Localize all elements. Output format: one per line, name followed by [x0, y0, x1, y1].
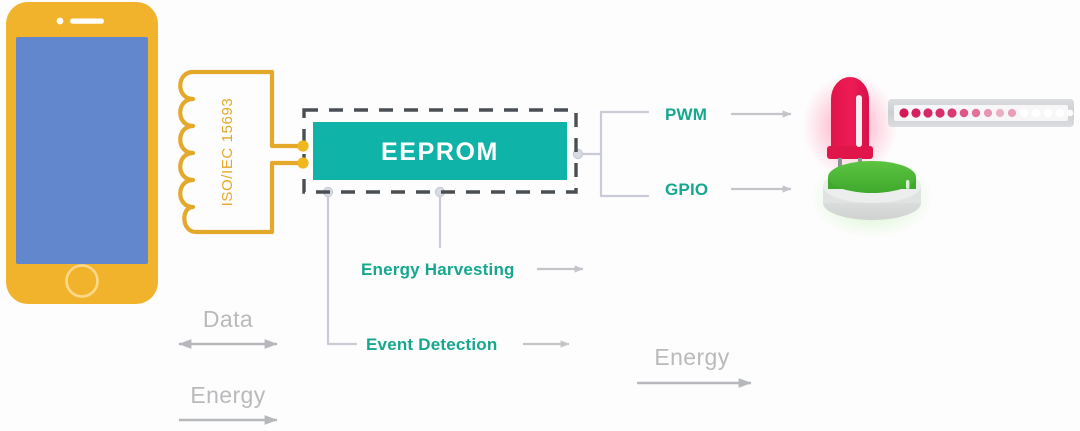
led-flange [827, 146, 873, 159]
chip-dashed-outline [302, 108, 578, 194]
button-highlight [906, 180, 910, 189]
camera-dot [56, 17, 64, 25]
contact-dot-bottom [297, 157, 309, 169]
flow-label-energy-left: Energy [190, 382, 265, 408]
antenna-standard-label: ISO/IEC 15693 [219, 98, 236, 207]
led-dome [831, 77, 869, 152]
antenna-coil [178, 69, 303, 235]
chip-package: EEPROM [302, 108, 578, 194]
led-bar-indicator [888, 99, 1074, 127]
chip-label: EEPROM [381, 138, 499, 166]
smartphone [6, 2, 158, 304]
wire-event-detection [326, 190, 358, 346]
red-led [802, 74, 898, 178]
antenna-contacts [297, 140, 309, 169]
output-label-pwm: PWM [665, 105, 707, 124]
coil-windings [178, 69, 275, 235]
signal-wires [326, 110, 650, 346]
led-highlight [856, 95, 862, 147]
chip-pads [322, 148, 584, 198]
chip-eeprom-block[interactable] [313, 122, 567, 180]
feature-label-event-detection: Event Detection [366, 335, 497, 354]
flow-label-energy-right: Energy [654, 344, 729, 370]
coil-lead-bottom [269, 160, 303, 235]
feature-label-energy-harvesting: Energy Harvesting [361, 260, 515, 279]
flow-label-data: Data [203, 306, 253, 332]
home-button[interactable] [65, 264, 99, 298]
coil-lead-top [269, 69, 303, 149]
button-cap [828, 161, 916, 193]
bar-dots [899, 108, 1074, 118]
green-push-button[interactable] [810, 158, 934, 238]
phone-screen[interactable] [16, 37, 148, 264]
speaker-slot [70, 18, 104, 24]
output-label-gpio: GPIO [665, 180, 708, 199]
contact-dot-top [297, 140, 309, 152]
